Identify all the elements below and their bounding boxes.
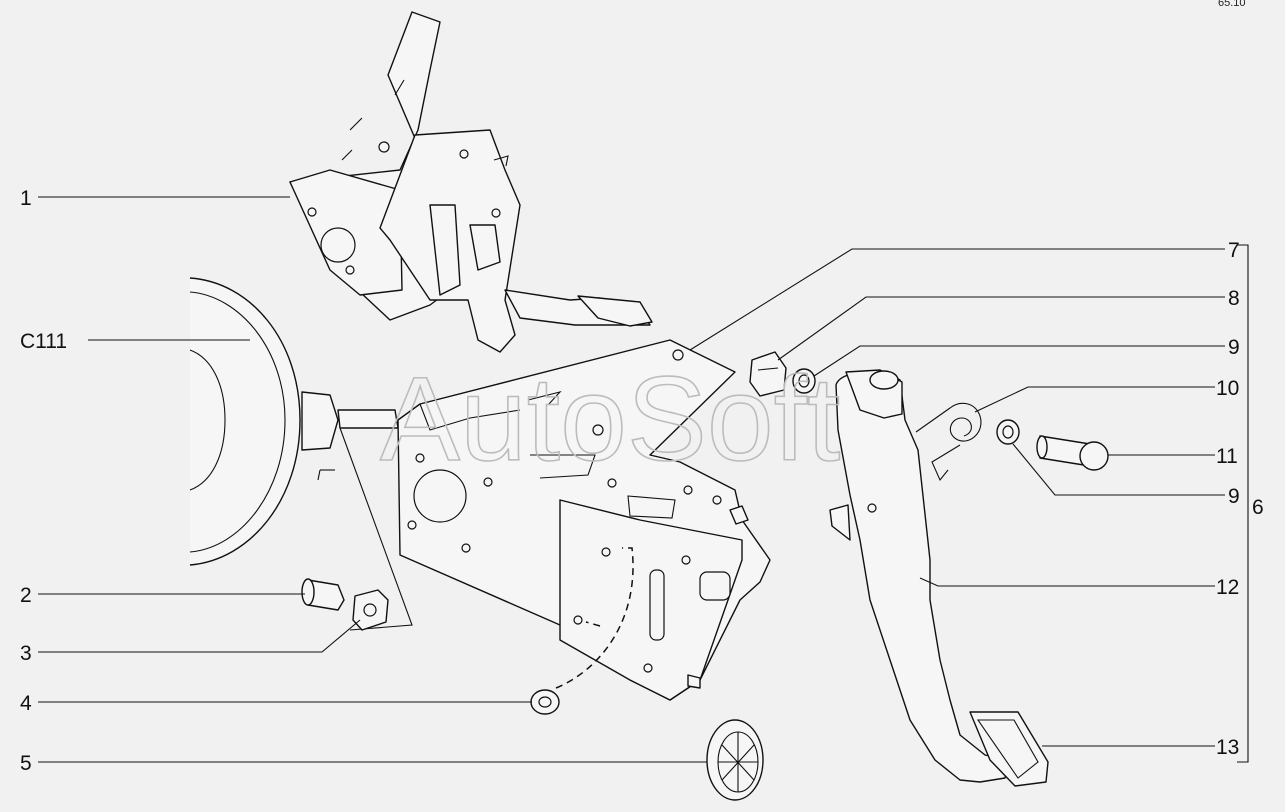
callout-11: 11 [1216,445,1238,468]
callout-10: 10 [1216,377,1239,400]
callout-7: 7 [1228,239,1240,262]
leader-7 [689,248,1225,351]
nut-part-4 [530,689,560,715]
callout-3: 3 [20,642,32,665]
leader-10 [974,386,1215,413]
callout-4: 4 [20,692,32,715]
leader-12 [919,577,1215,587]
leader-9-lower [1012,443,1225,496]
pin-part-2 [301,578,345,611]
bushing-part-9-lower [996,419,1020,445]
callout-1: 1 [20,187,32,210]
pedal-arm-part-12 [829,369,1009,783]
callout-8: 8 [1228,287,1240,310]
bracket-6 [1237,244,1249,763]
clip-part-3 [352,589,389,631]
callout-c111: C111 [20,330,67,353]
bushing-part-9-upper [792,368,816,394]
leader-3 [38,619,361,653]
watermark: AutoSoft [380,352,840,486]
pedal-pad-part-13 [969,711,1049,787]
callout-2: 2 [20,584,32,607]
grommet-part-5 [706,719,764,801]
assembly-path-4 [555,547,634,689]
corner-code: 65.10 [1218,0,1246,9]
callout-6: 6 [1252,496,1264,519]
callout-5: 5 [20,752,32,775]
callout-12: 12 [1216,576,1239,599]
pin-part-11 [1036,435,1109,471]
leader-8 [777,296,1225,361]
leader-9-upper [813,345,1225,377]
callout-9-lower: 9 [1228,485,1240,508]
brake-booster [189,277,413,631]
callout-9-upper: 9 [1228,336,1240,359]
callout-13: 13 [1216,736,1239,759]
assembly-path-3 [585,621,601,627]
clip-part-8 [749,351,787,397]
spring-part-10 [915,402,982,482]
pedal-assembly-part-1 [289,11,653,353]
